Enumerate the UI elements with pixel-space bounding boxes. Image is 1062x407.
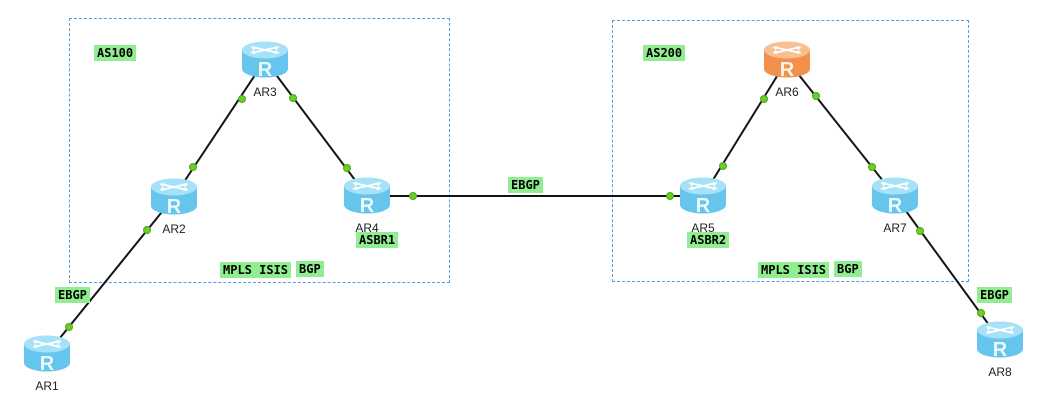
svg-text:R: R (696, 195, 711, 215)
router-ar2[interactable]: R (150, 178, 198, 218)
link-ar3-ar4[interactable] (264, 59, 368, 197)
mpls-isis-label-as100: MPLS ISIS (220, 262, 292, 278)
ebgp-label-ar4-ar5: EBGP (508, 177, 543, 193)
router-ar5-name: AR5 (691, 221, 715, 235)
link-ar5-ar6-interface-dot-2 (760, 95, 768, 103)
mpls-isis-label-as200: MPLS ISIS (758, 262, 830, 278)
svg-text:R: R (888, 195, 903, 215)
svg-text:R: R (360, 195, 375, 215)
router-ar5[interactable]: R (679, 177, 727, 217)
router-icon: R (977, 321, 1023, 361)
router-ar6[interactable]: R (763, 41, 811, 81)
link-ar3-ar2-interface-dot-1 (238, 95, 246, 103)
svg-text:R: R (993, 339, 1008, 359)
as200-region-box (612, 20, 969, 282)
router-ar8-name: AR8 (988, 365, 1012, 379)
asbr2-label: ASBR2 (687, 232, 730, 248)
router-icon: R (680, 177, 726, 217)
router-ar3-name: AR3 (253, 85, 277, 99)
svg-text:R: R (40, 353, 55, 373)
link-ar3-ar2[interactable] (173, 59, 266, 198)
svg-text:R: R (167, 196, 182, 216)
router-icon: R (151, 178, 197, 218)
router-ar4[interactable]: R (343, 177, 391, 217)
router-ar4-name: AR4 (355, 221, 379, 235)
router-ar8[interactable]: R (976, 321, 1024, 361)
router-icon: R (764, 41, 810, 81)
link-ar5-ar6-interface-dot-1 (719, 162, 727, 170)
link-ar5-ar6[interactable] (702, 59, 788, 197)
link-ar3-ar2-interface-dot-2 (189, 163, 197, 171)
router-icon: R (344, 177, 390, 217)
router-ar7-name: AR7 (883, 221, 907, 235)
router-ar1-name: AR1 (35, 379, 59, 393)
link-ar3-ar4-interface-dot-2 (343, 164, 351, 172)
link-ar7-ar8-interface-dot-1 (916, 227, 924, 235)
link-ar6-ar7-interface-dot-2 (868, 163, 876, 171)
ebgp-label-ar7-ar8: EBGP (977, 287, 1012, 303)
asbr1-label: ASBR1 (356, 232, 399, 248)
link-ar3-ar4-interface-dot-1 (289, 94, 297, 102)
router-ar1[interactable]: R (23, 335, 71, 375)
router-icon: R (872, 177, 918, 217)
bgp-label-as100: BGP (296, 261, 324, 277)
as100-region-box (69, 18, 450, 283)
router-icon: R (24, 335, 70, 375)
link-ar2-ar1-interface-dot-2 (65, 323, 73, 331)
ebgp-label-ar1-ar2: EBGP (55, 287, 90, 303)
router-icon: R (242, 41, 288, 81)
svg-text:R: R (258, 59, 273, 79)
svg-text:R: R (780, 59, 795, 79)
link-ar7-ar8[interactable] (894, 195, 1001, 341)
router-ar3[interactable]: R (241, 41, 289, 81)
bgp-label-as200: BGP (834, 261, 862, 277)
router-ar2-name: AR2 (162, 222, 186, 236)
as200-region-label: AS200 (643, 45, 686, 61)
link-ar2-ar1[interactable] (46, 196, 175, 355)
link-ar6-ar7-interface-dot-1 (812, 92, 820, 100)
link-ar4-ar5-interface-dot-2 (666, 192, 674, 200)
router-ar6-name: AR6 (775, 85, 799, 99)
link-ar7-ar8-interface-dot-2 (977, 309, 985, 317)
link-ar4-ar5-interface-dot-1 (409, 192, 417, 200)
as100-region-label: AS100 (94, 45, 137, 61)
link-ar6-ar7[interactable] (786, 59, 896, 197)
router-ar7[interactable]: R (871, 177, 919, 217)
link-ar2-ar1-interface-dot-1 (143, 226, 151, 234)
